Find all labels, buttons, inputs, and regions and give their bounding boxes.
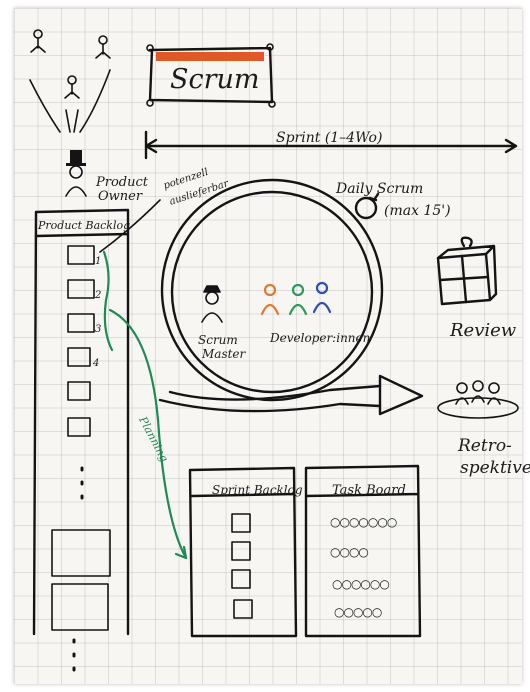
task-row: ○○○○○○ xyxy=(332,577,390,591)
retro-people-icon xyxy=(437,380,519,419)
developers-label: Developer:innen xyxy=(270,331,371,345)
scrum-master-label-2: Master xyxy=(202,347,246,361)
daily-scrum-duration: (max 15') xyxy=(384,203,451,219)
product-owner-icon xyxy=(65,150,87,197)
retro-label: Retro- xyxy=(458,436,512,456)
flipchart-sheet: Scrum Sprint (1–4Wo) Daily Scrum (max 15… xyxy=(14,8,530,684)
gift-icon xyxy=(436,236,498,306)
sprint-backlog-box xyxy=(188,466,298,638)
scrum-master-icon xyxy=(201,285,223,323)
developer-icon xyxy=(260,281,332,316)
sprint-cycle-loop xyxy=(158,178,424,416)
scrum-master-label: Scrum xyxy=(198,333,238,347)
sprint-label: Sprint (1–4Wo) xyxy=(276,130,383,146)
scrum-title: Scrum xyxy=(170,64,260,95)
product-owner-label-2: Owner xyxy=(98,189,143,204)
product-owner-label: Product xyxy=(96,175,148,190)
daily-scrum-loop-icon xyxy=(354,192,380,220)
task-row: ○○○○○ xyxy=(334,605,382,619)
task-row: ○○○○ xyxy=(330,545,369,559)
scrum-drawing xyxy=(29,29,519,672)
planning-arrow xyxy=(102,250,188,560)
sprint-timeline-arrow xyxy=(144,130,518,160)
task-board-box xyxy=(304,464,422,638)
note-pointer-line xyxy=(99,199,161,253)
product-backlog-title: Product Backlog xyxy=(38,219,131,232)
backlog-item-number: 4 xyxy=(93,358,100,369)
backlog-item-number: 2 xyxy=(95,290,102,301)
backlog-item-number: 3 xyxy=(95,324,102,335)
backlog-item-number: 1 xyxy=(95,256,102,267)
scrum-title-frame xyxy=(146,43,276,108)
sprint-backlog-title: Sprint Backlog xyxy=(212,483,303,497)
review-label: Review xyxy=(450,320,517,341)
task-board-title: Task Board xyxy=(332,483,406,498)
stakeholder-icon xyxy=(29,29,111,133)
daily-scrum-label: Daily Scrum xyxy=(336,181,424,197)
retro-label-2: spektive xyxy=(460,458,530,478)
task-row: ○○○○○○○ xyxy=(330,515,397,529)
product-backlog-column xyxy=(32,208,130,672)
